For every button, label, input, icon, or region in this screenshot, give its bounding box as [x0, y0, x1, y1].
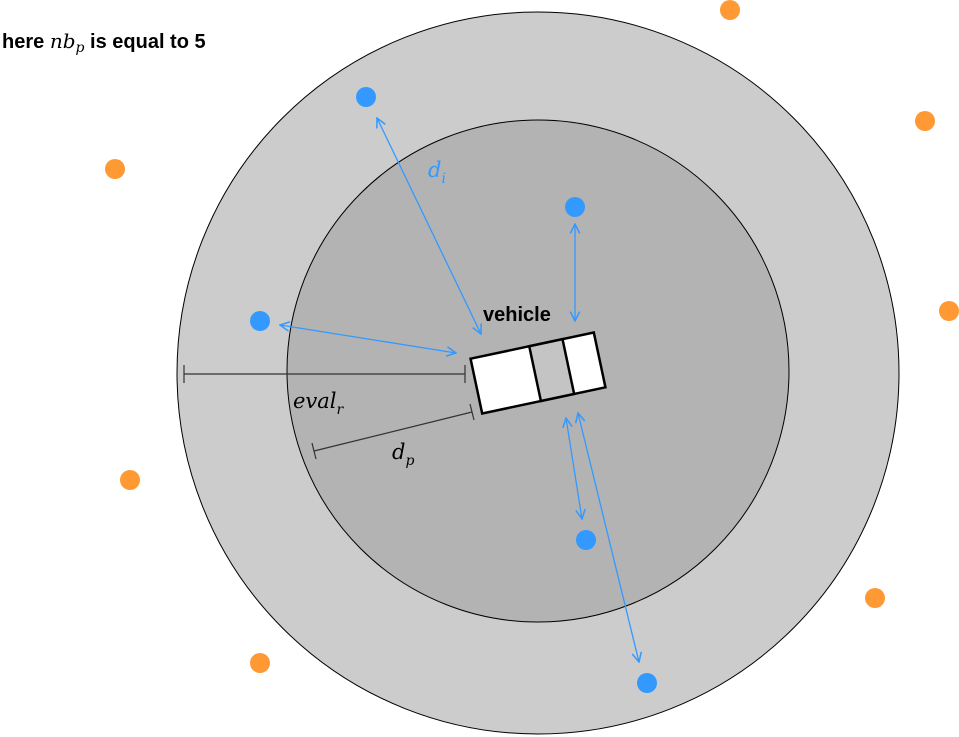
distance-arrow: [377, 118, 481, 334]
caption-math-base: nb: [49, 29, 76, 53]
eval-r-label-base: eval: [293, 389, 337, 413]
distance-arrow: [280, 325, 456, 353]
orange-point: [105, 159, 125, 179]
orange-point: [939, 301, 959, 321]
caption-prefix: here: [2, 31, 50, 53]
d-p-label-sub: p: [405, 453, 414, 469]
blue-point: [637, 673, 657, 693]
distance-arrows: [280, 118, 639, 662]
eval-r-dimension: [183, 365, 466, 383]
vehicle: [469, 331, 607, 415]
caption-math-sub: p: [75, 40, 85, 56]
orange-point: [120, 470, 140, 490]
d-i-label-base: d: [428, 158, 441, 182]
orange-points: [105, 0, 959, 673]
blue-points: [250, 87, 657, 693]
blue-point: [565, 197, 585, 217]
vehicle-windshield: [527, 337, 576, 403]
orange-point: [915, 111, 935, 131]
eval-r-label-sub: r: [337, 402, 345, 418]
caption: here nbp is equal to 5: [2, 29, 206, 60]
eval-r-label: evalr: [293, 389, 345, 418]
vehicle-label: vehicle: [483, 304, 551, 326]
orange-point: [720, 0, 740, 20]
blue-point: [356, 87, 376, 107]
d-i-label: di: [428, 158, 446, 187]
distance-arrow: [578, 413, 639, 662]
blue-point: [250, 311, 270, 331]
caption-suffix: is equal to 5: [84, 31, 206, 53]
d-p-label-base: d: [392, 440, 405, 464]
blue-point: [576, 530, 596, 550]
caption-math: nbp: [49, 29, 85, 56]
d-i-label-sub: i: [441, 171, 445, 187]
orange-point: [250, 653, 270, 673]
d-p-dimension: [311, 403, 475, 460]
orange-point: [865, 588, 885, 608]
d-p-label: dp: [392, 440, 414, 469]
